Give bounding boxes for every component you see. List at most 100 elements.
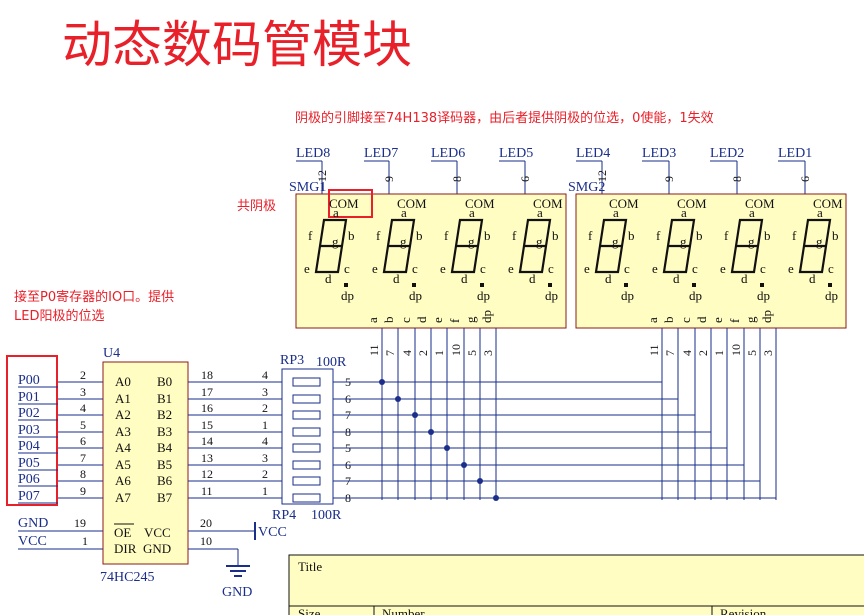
bottom-seg-c: c (678, 317, 693, 323)
rp4-ref: RP4 (272, 508, 296, 523)
seg-g-label: g (400, 234, 407, 249)
u4-right-num: 16 (201, 401, 213, 415)
seg-d-label: d (529, 271, 536, 286)
dp-dot (624, 283, 628, 287)
u4-right-num: 17 (201, 385, 213, 399)
com-label: COM (813, 196, 843, 211)
seg-d-label: d (325, 271, 332, 286)
gnd-net-label: GND (18, 516, 48, 531)
seg-b-label: b (552, 228, 559, 243)
seg-a-label: a (469, 205, 475, 220)
seg-b-label: b (764, 228, 771, 243)
seg-e-label: e (720, 261, 726, 276)
u4-a-pin: A0 (115, 374, 131, 389)
seg-g-label: g (612, 234, 619, 249)
dp-dot (412, 283, 416, 287)
seg-dp-label: dp (757, 288, 770, 303)
oe-pin-label: OE (114, 525, 131, 540)
rp-frame (281, 368, 334, 505)
seg-a-label: a (537, 205, 543, 220)
u4-a-pin: A7 (115, 490, 131, 505)
cathode-note: 阴极的引脚接至74H138译码器，由后者提供阴极的位选，0使能，1失效 (295, 110, 714, 126)
junction-dot (395, 396, 401, 402)
seven-segment-shape (314, 218, 348, 274)
rp3-value: 100R (316, 355, 347, 370)
u4-b-pin: B4 (157, 440, 173, 455)
seg-c-label: c (344, 261, 350, 276)
seg-f-label: f (512, 228, 517, 243)
u4-b-pin: B2 (157, 407, 172, 422)
dp-dot (828, 283, 832, 287)
rp-left-num: 3 (262, 385, 268, 399)
junction-dot (444, 445, 450, 451)
u4-left-num: 9 (80, 484, 86, 498)
seg-f-label: f (792, 228, 797, 243)
led-label-4: LED5 (499, 146, 533, 161)
gnd-pin-number: 10 (200, 534, 212, 548)
bottom-pin-num: 10 (729, 344, 743, 356)
com-label: COM (397, 196, 427, 211)
seg-f-label: f (656, 228, 661, 243)
seg-d-label: d (741, 271, 748, 286)
seg-dp-label: dp (545, 288, 558, 303)
junction-dot (428, 429, 434, 435)
bottom-seg-b: b (381, 317, 396, 324)
seg-d-label: d (809, 271, 816, 286)
seg-d-label: d (673, 271, 680, 286)
seg-a-label: a (817, 205, 823, 220)
seg-dp-label: dp (409, 288, 422, 303)
seven-segment-shape (730, 218, 764, 274)
led-pin-8: 6 (798, 176, 812, 182)
bottom-pin-num: 2 (696, 350, 710, 356)
rp-left-num: 2 (262, 467, 268, 481)
u4-part: 74HC245 (100, 570, 154, 585)
u4-a-pin: A3 (115, 424, 131, 439)
led-pin-4: 6 (518, 176, 532, 182)
u4-a-pin: A2 (115, 407, 131, 422)
u4-left-num: 8 (80, 467, 86, 481)
seg-f-label: f (588, 228, 593, 243)
bottom-seg-g: g (463, 316, 478, 323)
rp4-value: 100R (311, 508, 342, 523)
bottom-pin-num: 11 (367, 344, 381, 356)
bottom-pin-num: 3 (761, 350, 775, 356)
smg1-label: SMG1 (289, 180, 326, 195)
resistor-element (292, 493, 321, 503)
seg-a-label: a (749, 205, 755, 220)
seg-dp-label: dp (341, 288, 354, 303)
bottom-seg-b: b (661, 317, 676, 324)
bottom-seg-f: f (727, 318, 742, 323)
p0-highlight-box (6, 355, 58, 506)
seg-g-label: g (468, 234, 475, 249)
seg-b-label: b (696, 228, 703, 243)
seg-b-label: b (348, 228, 355, 243)
led-label-1: LED8 (296, 146, 330, 161)
seg-g-label: g (748, 234, 755, 249)
u4-chip-body (102, 361, 189, 565)
rp-left-num: 4 (262, 434, 268, 448)
title-block-revision: Revision (720, 606, 767, 615)
p0-port-4: P04 (18, 439, 40, 454)
bottom-seg-dp: dp (479, 310, 494, 323)
led-pin-2: 9 (382, 176, 396, 182)
resistor-element (292, 377, 321, 387)
com-label: COM (745, 196, 775, 211)
led-pin-7: 8 (730, 176, 744, 182)
led-pin-3: 8 (450, 176, 464, 182)
bottom-pin-num: 2 (416, 350, 430, 356)
bottom-seg-g: g (743, 316, 758, 323)
bottom-seg-d: d (414, 316, 429, 323)
dir-pin-label: DIR (114, 541, 137, 556)
p0-port-2: P02 (18, 406, 40, 421)
u4-a-pin: A1 (115, 391, 131, 406)
seg-f-label: f (444, 228, 449, 243)
led-label-2: LED7 (364, 146, 398, 161)
title-block-number: Number (382, 606, 425, 615)
title-block-title: Title (298, 559, 322, 574)
